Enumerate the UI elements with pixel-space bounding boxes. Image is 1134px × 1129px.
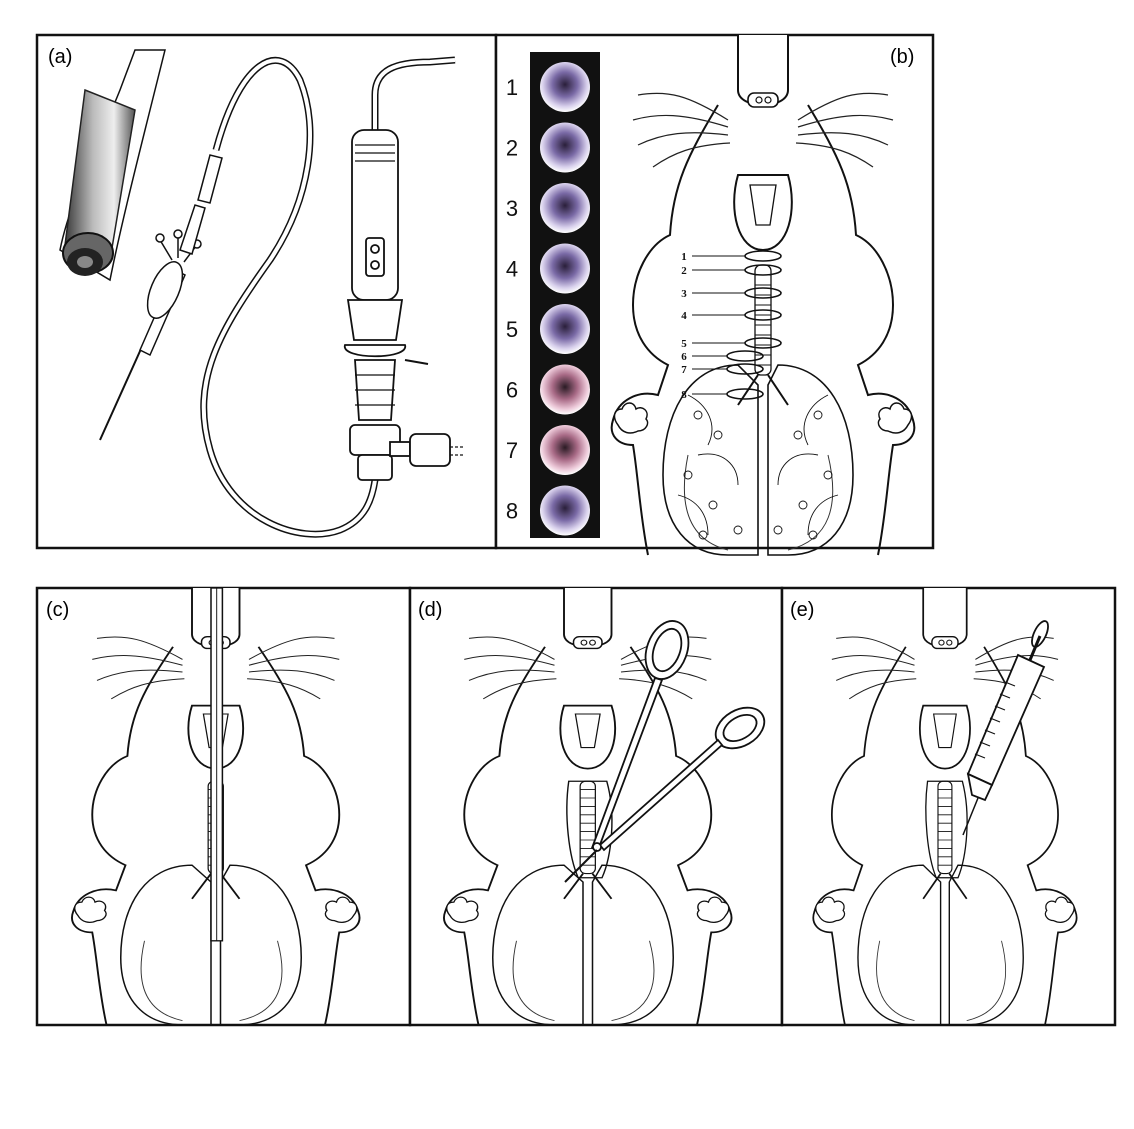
airway-ring-number: 8 — [681, 389, 687, 401]
airway-ring-number: 6 — [681, 351, 687, 363]
endoscopy-view-7 — [540, 425, 590, 475]
endoscopy-view-number: 7 — [506, 438, 518, 463]
endoscopy-view-number: 4 — [506, 257, 518, 282]
panel-label-e: (e) — [790, 599, 814, 621]
airway-ring-number: 1 — [681, 251, 687, 263]
endoscopy-view-8 — [540, 486, 590, 536]
airway-ring-number: 7 — [681, 364, 687, 376]
endoscopy-view-number: 3 — [506, 196, 518, 221]
panel-d-frame — [410, 588, 782, 1025]
endoscopy-view-5 — [540, 304, 590, 354]
endoscopy-view-number: 5 — [506, 317, 518, 342]
panel-label-a: (a) — [48, 46, 72, 68]
panel-label-b: (b) — [890, 46, 914, 68]
endoscopy-view-2 — [540, 123, 590, 173]
endoscopy-view-number: 6 — [506, 378, 518, 403]
endoscopy-view-3 — [540, 183, 590, 233]
endoscopy-view-number: 8 — [506, 499, 518, 524]
endoscopy-view-1 — [540, 62, 590, 112]
endoscopy-view-6 — [540, 365, 590, 415]
airway-ring-number: 5 — [681, 338, 687, 350]
endoscopy-view-number: 2 — [506, 136, 518, 161]
panel-label-c: (c) — [46, 599, 69, 621]
endoscopy-view-4 — [540, 244, 590, 294]
airway-ring-number: 4 — [681, 310, 687, 322]
airway-ring-number: 3 — [681, 288, 687, 300]
airway-ring-number: 2 — [681, 265, 687, 277]
panel-label-d: (d) — [418, 599, 442, 621]
endoscopy-view-number: 1 — [506, 75, 518, 100]
